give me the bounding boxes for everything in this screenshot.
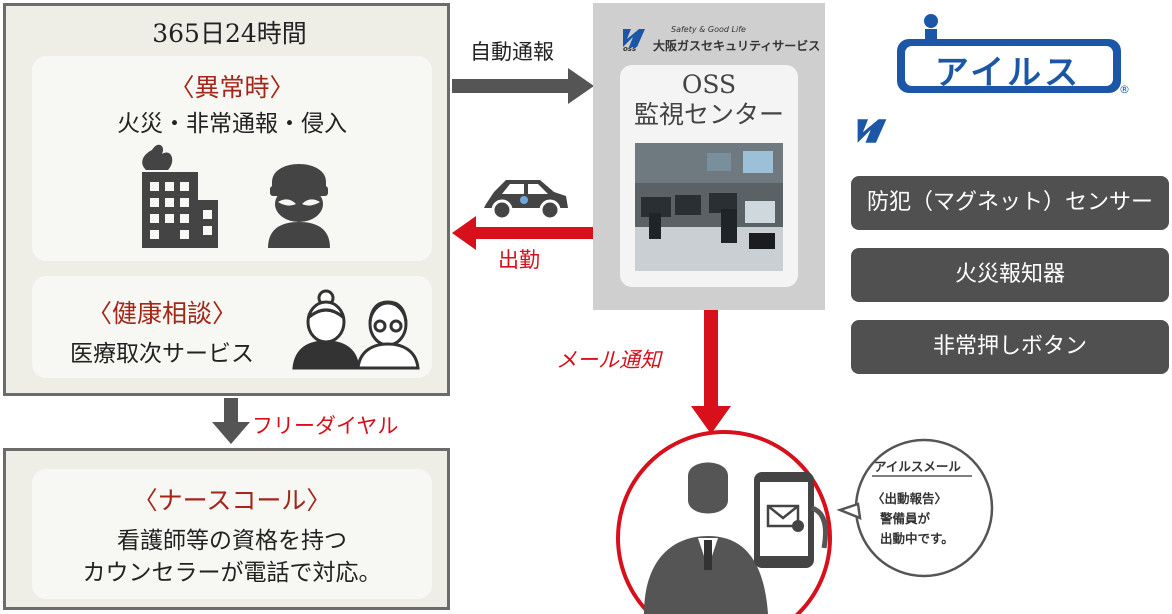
health-title: 〈健康相談〉 (86, 299, 237, 328)
center-title-line2: 監視センター (633, 100, 784, 129)
sensor-emergency-button: 非常押しボタン (851, 320, 1169, 374)
emergency-subtitle: 火災・非常通報・侵入 (117, 111, 347, 137)
bubble-line1: 〈出動報告〉 (872, 491, 948, 506)
emergency-panel: 〈異常時〉 火災・非常通報・侵入 (32, 56, 432, 261)
free-dial-label: フリーダイヤル (252, 414, 399, 438)
auto-report-label: 自動通報 (470, 40, 554, 64)
bubble-line3: 出動中です。 (880, 531, 954, 546)
brand-tagline: Safety & Good Life (671, 25, 746, 34)
service-24h-box: 365日24時間 〈異常時〉 火災・非常通報・侵入 (3, 3, 450, 396)
oss-brand-mark-icon (857, 119, 887, 143)
arrow-down-to-nurse (212, 398, 250, 444)
bubble-line2: 警備員が (880, 511, 931, 526)
building-fire-icon (142, 144, 218, 248)
monitoring-room-photo (635, 143, 783, 271)
sensor-fire-alarm: 火災報知器 (851, 248, 1169, 302)
arrow-auto-report (452, 68, 594, 104)
oss-mark-text: oss (623, 45, 637, 53)
phone-user-illustration (616, 430, 832, 614)
bubble-title: アイルスメール (874, 459, 961, 474)
patrol-car-icon (484, 180, 568, 221)
nurse-call-line1: 看護師等の資格を持つ (117, 528, 347, 554)
burglar-icon (268, 164, 330, 248)
nurse-call-line2: カウンセラーが電話で対応。 (82, 560, 382, 586)
nurse-call-box: 〈ナースコール〉 看護師等の資格を持つ カウンセラーが電話で対応。 (3, 448, 450, 610)
health-panel: 〈健康相談〉 医療取次サービス (32, 276, 432, 378)
arrow-dispatch (452, 216, 594, 250)
brand-name: 大阪ガスセキュリティサービス (653, 39, 821, 53)
oss-center-box: oss Safety & Good Life 大阪ガスセキュリティサービス OS… (593, 3, 825, 310)
center-title-line1: OSS (681, 70, 737, 99)
oss-center-card: OSS 監視センター (620, 65, 798, 287)
sensor-magnet: 防犯（マグネット）センサー (851, 176, 1169, 230)
nurse-call-panel: 〈ナースコール〉 看護師等の資格を持つ カウンセラーが電話で対応。 (32, 469, 432, 599)
dispatch-label: 出勤 (498, 248, 540, 272)
mail-speech-bubble (836, 438, 994, 578)
ailes-logo: アイルス ® (895, 13, 1130, 96)
elderly-couple-icon (292, 289, 420, 370)
ailes-logo-text: アイルス (934, 53, 1082, 93)
service-24h-title: 365日24時間 (152, 19, 307, 48)
emergency-title: 〈異常時〉 (169, 73, 295, 102)
nurse-call-title: 〈ナースコール〉 (132, 486, 332, 515)
ailes-registered-mark: ® (1119, 83, 1130, 96)
arrow-mail-notice (691, 310, 731, 434)
mail-notice-label: メール通知 (556, 348, 661, 372)
ailes-logo-shape (897, 14, 1121, 93)
health-subtitle: 医療取次サービス (70, 341, 254, 367)
oss-logo-icon (623, 29, 645, 47)
